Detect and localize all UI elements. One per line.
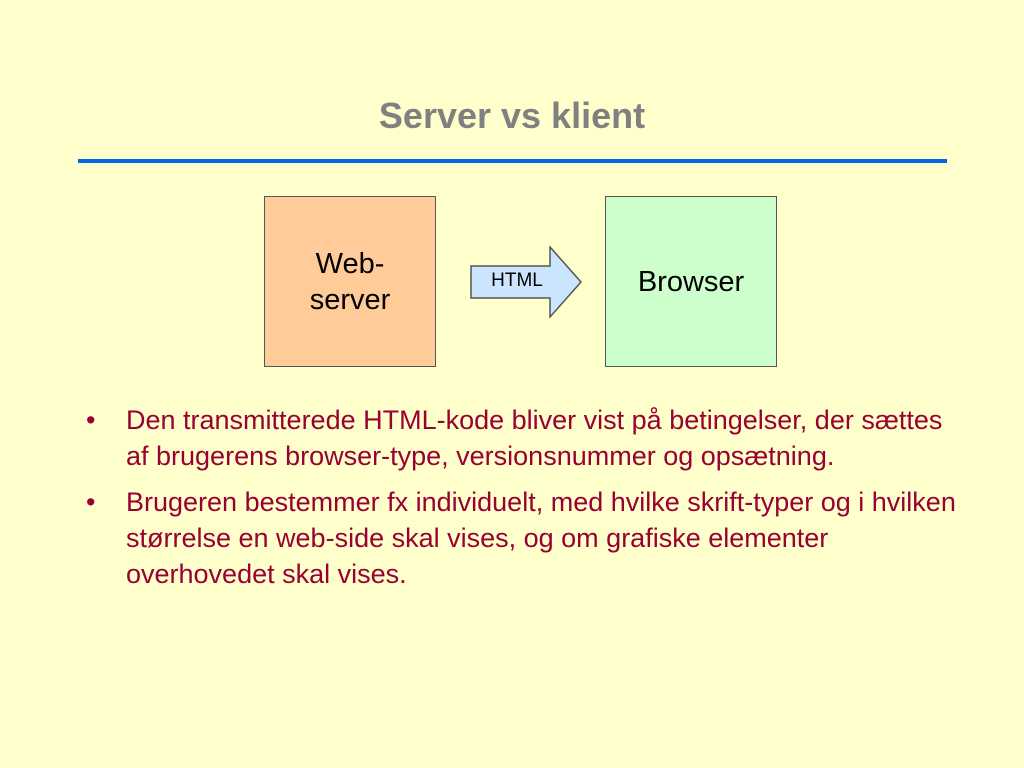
bullet-marker: • <box>86 487 96 517</box>
arrow-label: HTML <box>491 270 543 291</box>
bullet-list: • Den transmitterede HTML-kode bliver vi… <box>86 402 966 602</box>
arrow-right-icon <box>470 246 582 318</box>
arrow-shape <box>470 246 582 318</box>
title-underline <box>78 159 947 163</box>
bullet-item: • Brugeren bestemmer fx individuelt, med… <box>86 484 966 592</box>
web-server-box: Web- server <box>264 196 436 367</box>
bullet-marker: • <box>86 405 96 435</box>
bullet-text: Brugeren bestemmer fx individuelt, med h… <box>126 487 956 589</box>
slide-title: Server vs klient <box>378 95 646 136</box>
browser-box: Browser <box>605 196 777 367</box>
bullet-item: • Den transmitterede HTML-kode bliver vi… <box>86 402 966 474</box>
browser-label: Browser <box>637 265 745 298</box>
bullet-text: Den transmitterede HTML-kode bliver vist… <box>126 405 943 471</box>
web-server-label: Web- server <box>309 247 391 316</box>
